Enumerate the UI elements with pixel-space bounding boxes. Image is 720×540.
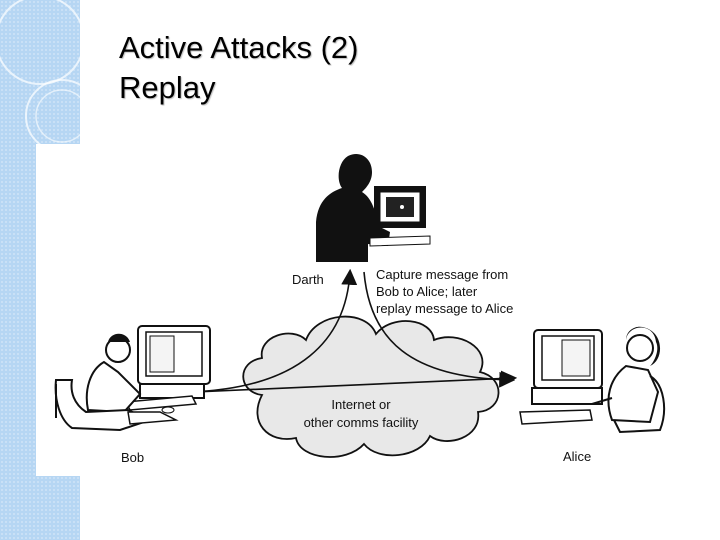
network-label-line-2: other comms facility <box>304 415 419 430</box>
bob-figure <box>54 325 211 432</box>
alice-figure <box>519 326 666 434</box>
caption-line-3: replay message to Alice <box>376 301 513 316</box>
slide-title: Active Attacks (2) Replay <box>119 28 358 108</box>
title-line-2: Replay <box>119 70 216 105</box>
capture-path-arrow <box>189 268 358 393</box>
darth-label: Darth <box>292 272 324 287</box>
decorative-circles <box>0 0 99 153</box>
caption-line-2: Bob to Alice; later <box>376 284 478 299</box>
bob-label: Bob <box>121 450 144 465</box>
replay-path-arrow <box>363 271 516 388</box>
title-line-1: Active Attacks (2) <box>119 30 359 65</box>
network-cloud <box>242 315 500 458</box>
bob-to-alice-arrow <box>171 370 518 394</box>
alice-label: Alice <box>563 449 591 464</box>
caption-line-1: Capture message from <box>376 267 508 282</box>
darth-figure <box>316 153 431 262</box>
network-label-line-1: Internet or <box>331 397 391 412</box>
